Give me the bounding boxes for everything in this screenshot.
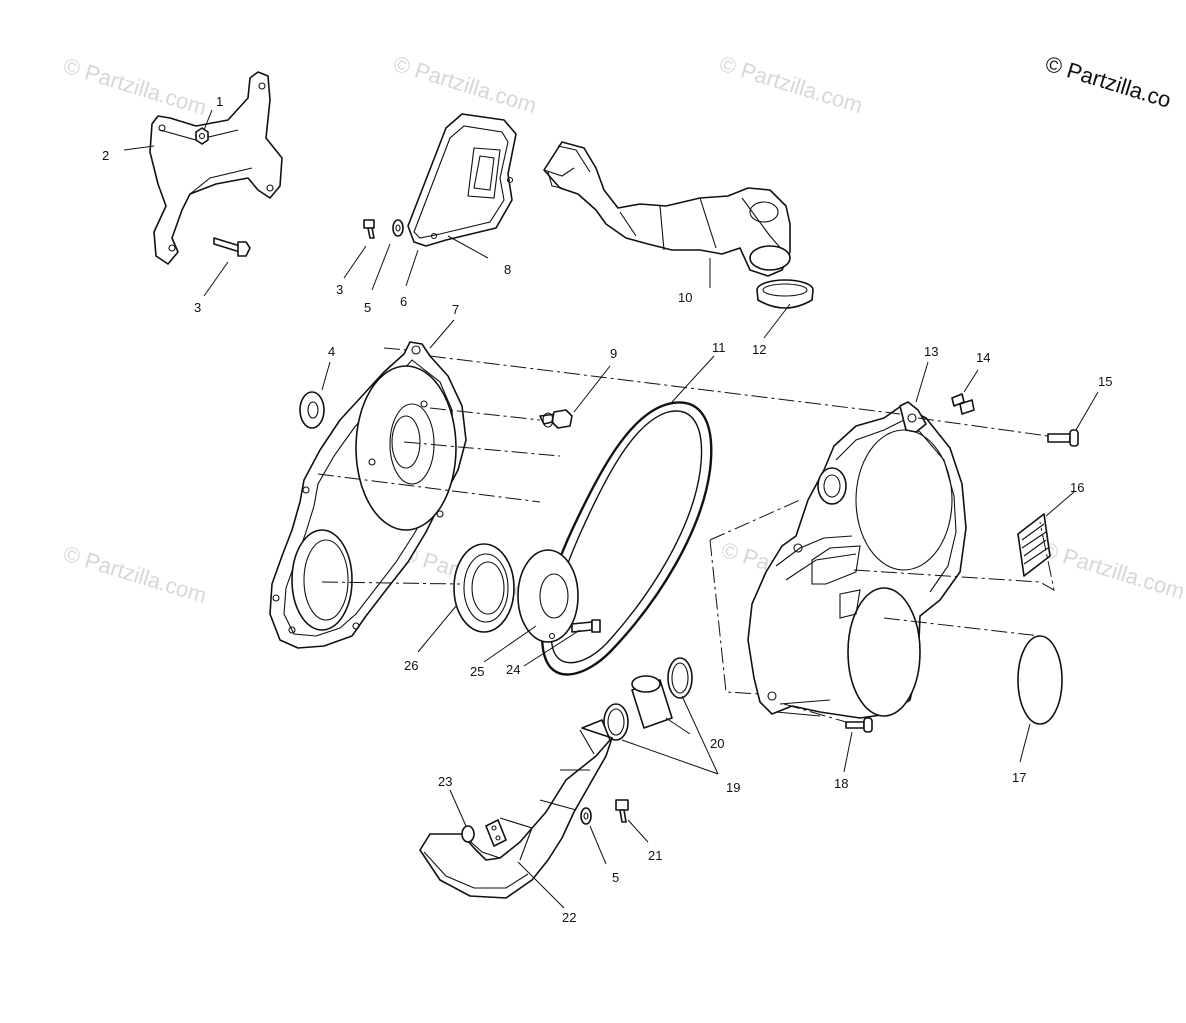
part-22-duct <box>419 719 613 899</box>
callout-17: 17 <box>1012 770 1026 785</box>
callout-3: 3 <box>336 282 343 297</box>
callout-24: 24 <box>506 662 520 677</box>
callout-9: 9 <box>610 346 617 361</box>
part-3-screw-upper <box>363 219 375 239</box>
part-9-bolt <box>539 409 573 429</box>
part-15-screw <box>1047 429 1079 447</box>
part-21-screw <box>615 799 629 823</box>
part-24-screw <box>571 619 601 633</box>
alignment-lines <box>317 347 1055 723</box>
callout-25: 25 <box>470 664 484 679</box>
part-19-clamp-upper <box>667 657 693 699</box>
part-14-decal <box>951 393 975 415</box>
callout-8: 8 <box>504 262 511 277</box>
callout-12: 12 <box>752 342 766 357</box>
watermark: © Partzilla.com <box>1039 537 1186 604</box>
part-19-clamp-lower <box>603 703 629 741</box>
callout-15: 15 <box>1098 374 1112 389</box>
callout-1: 1 <box>216 94 223 109</box>
part-5-washer-lower <box>580 807 592 825</box>
part-5-washer-upper <box>392 219 404 237</box>
callout-16: 16 <box>1070 480 1084 495</box>
callout-numbers: 1 2 3 3 4 5 5 6 7 8 9 10 11 12 13 14 15 … <box>102 94 1112 925</box>
callout-26: 26 <box>404 658 418 673</box>
watermark: © Partzilla.com <box>717 51 866 118</box>
callout-20: 20 <box>710 736 724 751</box>
part-12-ring <box>756 279 814 309</box>
part-10-intake-duct <box>543 141 791 277</box>
watermark: © Partzilla.com <box>61 53 210 120</box>
callout-6: 6 <box>400 294 407 309</box>
callout-2: 2 <box>102 148 109 163</box>
watermark: © Partzilla.com <box>391 51 540 118</box>
callout-10: 10 <box>678 290 692 305</box>
watermark: © Partzilla.com <box>61 541 210 608</box>
part-23-washer <box>461 825 475 843</box>
callout-5: 5 <box>364 300 371 315</box>
part-17-gasket <box>1017 635 1063 725</box>
part-4-washer <box>299 391 325 429</box>
callout-18: 18 <box>834 776 848 791</box>
callout-13: 13 <box>924 344 938 359</box>
callout-19: 19 <box>726 780 740 795</box>
callout-22: 22 <box>562 910 576 925</box>
callout-5: 5 <box>612 870 619 885</box>
part-25-plate <box>517 549 579 643</box>
copyright-notice: © Partzilla.co <box>1043 51 1175 113</box>
part-11-drive-belt <box>540 401 713 676</box>
callout-11: 11 <box>712 340 726 355</box>
part-26-seal <box>453 543 515 633</box>
callout-23: 23 <box>438 774 452 789</box>
callout-14: 14 <box>976 350 990 365</box>
part-20-coupler <box>631 675 673 729</box>
part-8-intake-cover <box>407 113 517 247</box>
callout-7: 7 <box>452 302 459 317</box>
leader-lines <box>123 109 1099 909</box>
callout-21: 21 <box>648 848 662 863</box>
part-7-inner-cover <box>269 341 467 649</box>
callout-4: 4 <box>328 344 335 359</box>
part-13-outer-cover <box>747 401 967 719</box>
part-3-bolt-upper <box>213 237 251 257</box>
callout-3: 3 <box>194 300 201 315</box>
part-18-screw <box>845 717 873 733</box>
part-1-nut <box>195 127 209 145</box>
